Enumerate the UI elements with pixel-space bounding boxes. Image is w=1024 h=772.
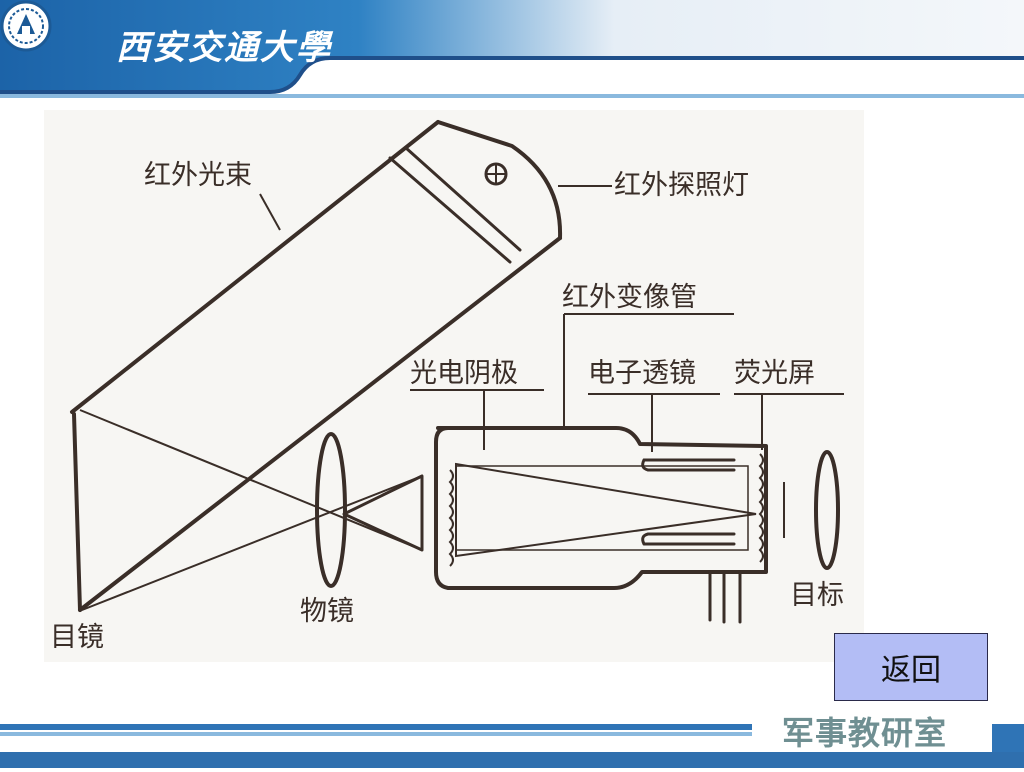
ir-beam-edge-lower	[78, 236, 562, 612]
ray-4	[456, 465, 749, 551]
ray-3	[455, 462, 757, 558]
electron-lens-top	[641, 458, 736, 472]
label-ir-converter-tube: 红外变像管	[562, 282, 697, 313]
electron-lens-bottom	[641, 532, 736, 546]
night-vision-diagram: 红外光束 红外探照灯 红外变像管 光电阴极 电子透镜 荧光屏 物镜 目镜 目标	[44, 110, 864, 662]
back-button-label: 返回	[881, 653, 941, 688]
searchlight-housing	[436, 120, 563, 240]
ir-beam-edge-upper	[70, 120, 440, 414]
label-target: 目标	[790, 580, 844, 611]
leader-ir-beam	[259, 193, 281, 231]
photocathode-bumps	[448, 453, 764, 567]
ray-2	[81, 475, 423, 611]
eyepiece-line	[72, 412, 82, 612]
leader-phosphor	[734, 393, 844, 450]
school-name: 西安交通大學	[116, 28, 332, 68]
searchlight-lens-2	[404, 146, 522, 252]
label-phosphor-screen: 荧光屏	[734, 358, 815, 389]
leader-converter-tube	[563, 313, 734, 428]
leader-photocathode	[410, 389, 544, 450]
label-objective-lens: 物镜	[300, 596, 354, 627]
department-name: 军事教研室	[782, 714, 948, 752]
diagram-canvas: 红外光束 红外探照灯 红外变像管 光电阴极 电子透镜 荧光屏 物镜 目镜 目标	[50, 120, 844, 653]
university-logo-icon	[0, 0, 52, 52]
footer-band	[0, 722, 1024, 768]
objective-cone	[342, 474, 424, 552]
footer-stripes	[0, 724, 1024, 768]
label-ir-beam: 红外光束	[144, 160, 252, 191]
target-shape	[814, 450, 840, 570]
searchlight-bulb-icon	[484, 162, 508, 186]
tube-body	[434, 426, 768, 590]
label-eyepiece: 目镜	[50, 622, 104, 653]
leader-electron-lens	[588, 393, 720, 452]
label-photocathode: 光电阴极	[410, 358, 518, 389]
label-electron-lens: 电子透镜	[588, 358, 696, 389]
header-band	[0, 0, 1024, 98]
header-banner: 西安交通大學	[0, 0, 1024, 100]
ray-1	[79, 409, 423, 551]
searchlight-lens-1	[388, 156, 512, 264]
objective-lens-shape	[315, 432, 347, 588]
back-button[interactable]: 返回	[834, 633, 988, 701]
label-ir-searchlight: 红外探照灯	[614, 170, 749, 201]
